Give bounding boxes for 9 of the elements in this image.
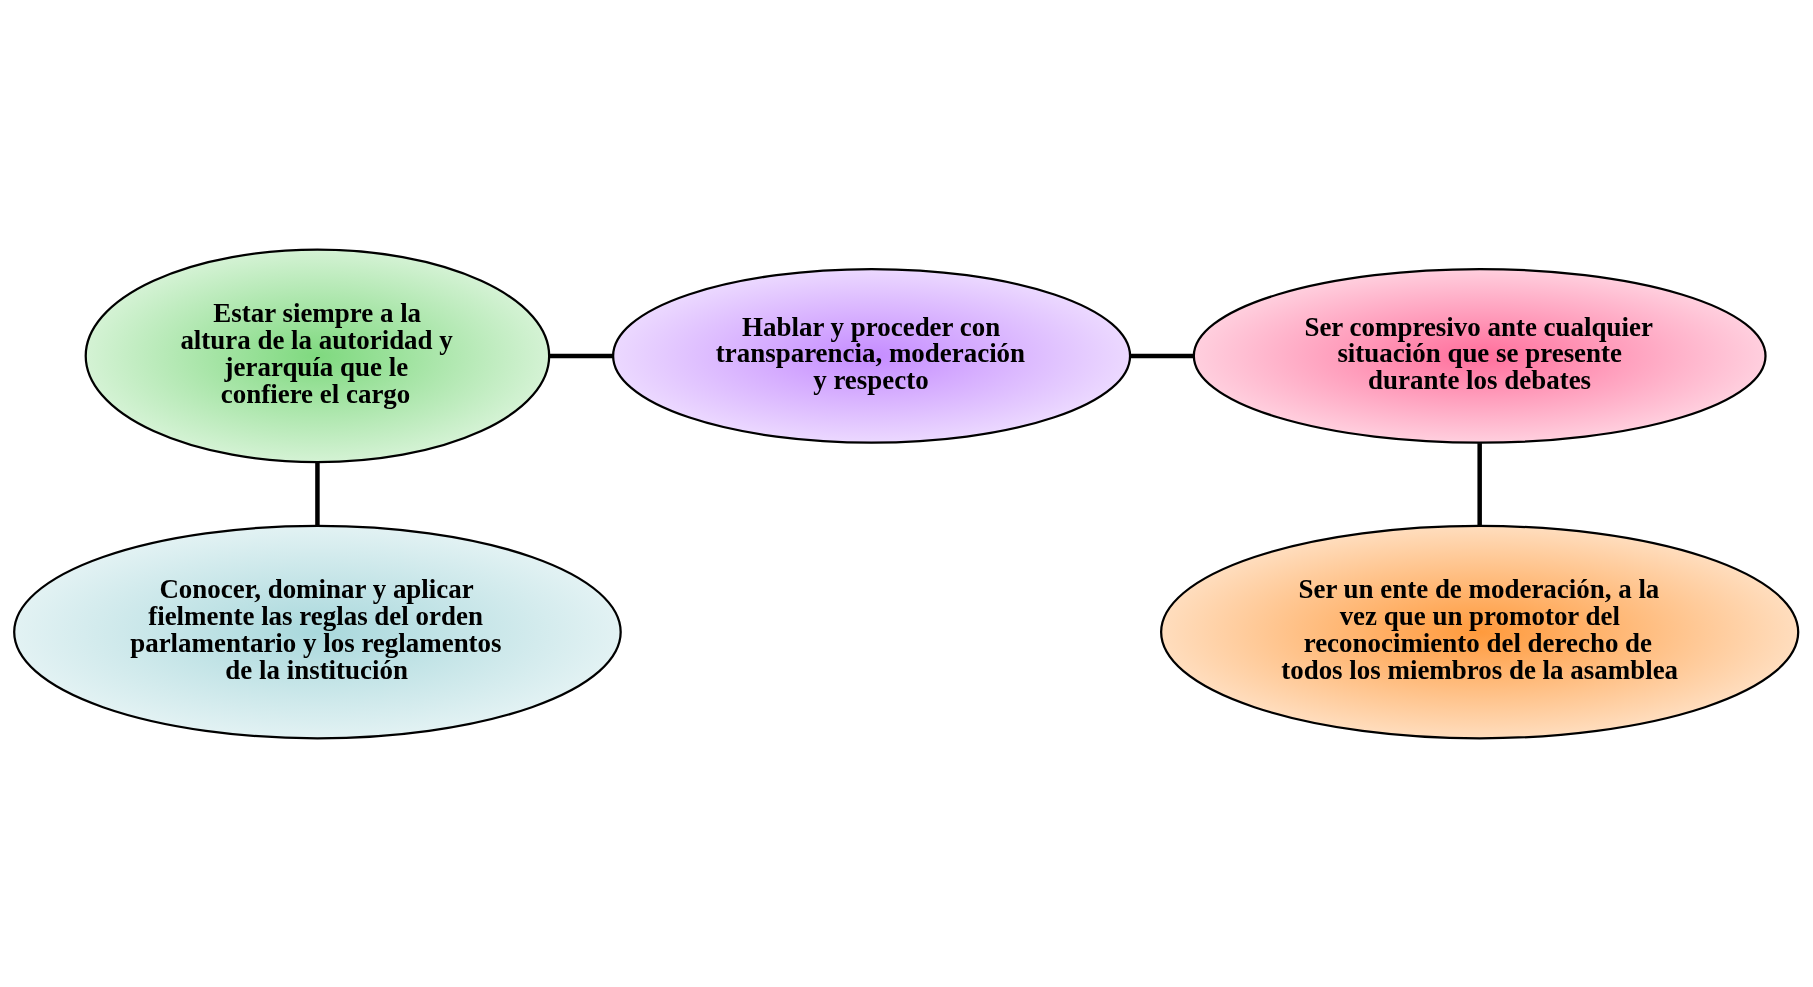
node-ellipse: Hablar y proceder con transparencia, moderación y respecto [612,267,1132,444]
node-ellipse: Ser compresivo ante cualquier situación que se presente durante los debates [1192,267,1767,444]
connector [315,461,320,526]
connector [1477,442,1482,526]
node-ellipse: Conocer, dominar y aplicar fielmente las reglas del orden parlamentario y los reglamentos de la institución [13,524,622,739]
node-ellipse: Estar siempre a la altura de la autoridad y jerarquía que le confiere el cargo [84,248,551,463]
connector [1130,353,1194,358]
node-ellipse: Ser un ente de moderación, a la vez que un promotor del reconocimiento del derecho de todos los miembros de la asamblea [1160,524,1800,739]
connector [549,353,614,358]
